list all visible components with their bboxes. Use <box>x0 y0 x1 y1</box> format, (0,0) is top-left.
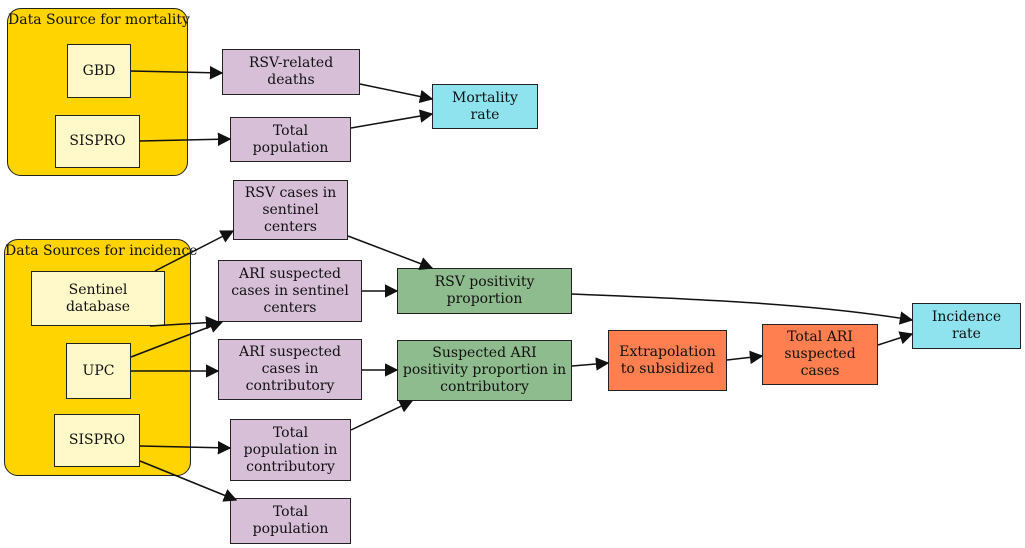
node-ari-cases-contributory: ARI suspected cases in contributory <box>218 339 362 400</box>
node-total-population-mortality: Total population <box>230 117 351 162</box>
node-gbd: GBD <box>67 44 131 98</box>
edge-upc-to-ari-sentinel <box>130 320 224 358</box>
node-rsv-cases-sentinel: RSV cases in sentinel centers <box>233 180 348 240</box>
edge-rsv-deaths-to-mortality-rate <box>359 83 434 104</box>
node-total-ari-cases: Total ARI suspected cases <box>762 324 878 385</box>
edge-rsv-positivity-to-incidence-rate <box>571 293 914 325</box>
edge-sispro-to-total-population <box>139 460 238 502</box>
edge-total-population-to-mortality-rate <box>350 109 434 129</box>
edge-sentinel-to-ari-sentinel <box>149 315 220 330</box>
edge-gbd-to-rsv-deaths <box>130 65 224 80</box>
node-upc: UPC <box>66 343 131 399</box>
group-mortality-title: Data Source for mortality <box>8 12 190 28</box>
edge-lines <box>130 65 914 502</box>
edge-rsv-cases-to-rsv-positivity <box>347 235 434 270</box>
edge-sispro-to-total-population-mortality <box>139 132 232 147</box>
group-incidence-title: Data Sources for incidence <box>5 243 198 259</box>
node-incidence-rate: Incidence rate <box>912 303 1021 349</box>
node-rsv-deaths: RSV-related deaths <box>222 49 360 95</box>
edge-total-population-contributory-to-ari-positivity <box>350 400 414 431</box>
node-ari-positivity-contributory: Suspected ARI positivity proportion in c… <box>397 340 572 401</box>
edge-sentinel-to-rsv-cases <box>154 230 235 272</box>
node-sispro-incidence: SISPRO <box>54 414 140 467</box>
node-sentinel-database: Sentinel database <box>31 271 165 326</box>
edge-extrapolation-to-total-ari <box>726 350 764 365</box>
node-sispro-mortality: SISPRO <box>55 115 140 168</box>
node-mortality-rate: Mortality rate <box>432 84 538 129</box>
node-ari-cases-sentinel: ARI suspected cases in sentinel centers <box>218 260 362 322</box>
node-total-population: Total population <box>230 498 351 544</box>
edge-ari-positivity-to-extrapolation <box>571 357 610 371</box>
node-total-population-contributory: Total population in contributory <box>230 419 351 481</box>
edge-total-ari-to-incidence-rate <box>877 331 914 346</box>
node-extrapolation: Extrapolation to subsidized <box>608 330 727 391</box>
node-rsv-positivity: RSV positivity proportion <box>397 268 572 314</box>
edge-sispro-to-total-population-contributory <box>139 440 232 455</box>
